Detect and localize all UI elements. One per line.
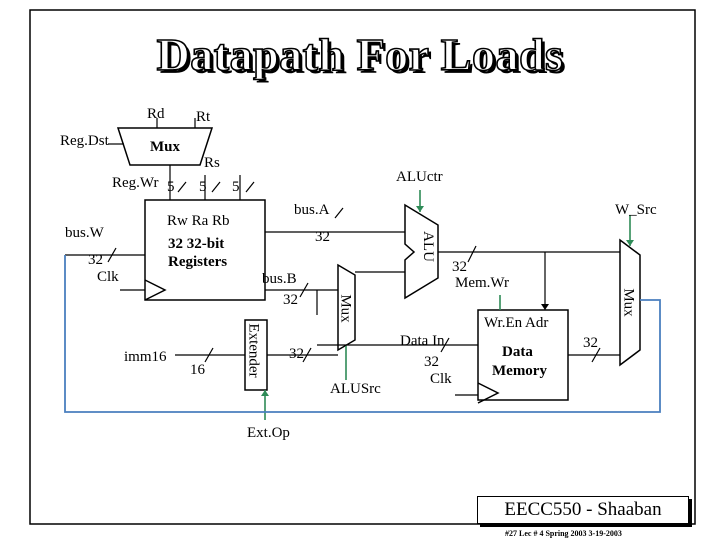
slide-border <box>29 9 696 525</box>
register-file <box>144 199 266 301</box>
aluctr-arrow <box>416 206 424 212</box>
width-tick <box>107 247 117 263</box>
imm16-width-label: 16 <box>190 362 205 378</box>
width-tick <box>467 245 477 263</box>
extop-arrow <box>261 390 269 396</box>
mem-ports-label: Wr.En Adr <box>484 315 549 331</box>
extender-label: Extender <box>245 323 262 378</box>
regdst-label: Reg.Dst <box>60 133 109 149</box>
width-tick <box>299 282 309 298</box>
alusrc-label: ALUSrc <box>330 381 381 397</box>
alu-label: ALU <box>419 231 436 262</box>
alu <box>404 203 439 300</box>
busa-label: bus.A <box>294 202 330 218</box>
busa-width-label: 32 <box>315 229 330 245</box>
lecture-info: #27 Lec # 4 Spring 2003 3-19-2003 <box>505 529 622 538</box>
memwr-label: Mem.Wr <box>455 275 509 291</box>
rt-label: Rt <box>196 109 211 125</box>
rb-width-label: 5 <box>232 179 240 195</box>
busw-label: bus.W <box>65 225 104 241</box>
busb-label: bus.B <box>262 271 297 287</box>
wsrc-label: W_Src <box>615 202 657 218</box>
regdst-mux <box>116 127 214 166</box>
datain-width-label: 32 <box>424 354 439 370</box>
data-memory <box>477 309 569 401</box>
wsrc-arrow <box>626 240 634 246</box>
width-tick <box>211 181 221 193</box>
datain-label: Data In <box>400 333 445 349</box>
regdst-mux-label: Mux <box>150 139 180 155</box>
alusrc-mux-label: Mux <box>337 294 354 323</box>
data-memory-label-line2: Memory <box>492 363 547 379</box>
width-tick <box>177 181 187 193</box>
alusrc-mux <box>337 263 356 352</box>
adr-arrow <box>541 304 549 310</box>
mem-clock-symbol <box>477 382 500 404</box>
ra-width-label: 5 <box>199 179 207 195</box>
data-memory-label-line1: Data <box>502 344 533 360</box>
aluctr-label: ALUctr <box>396 169 443 185</box>
course-badge: EECC550 - Shaaban <box>477 496 689 524</box>
extop-label: Ext.Op <box>247 425 290 441</box>
mem-clk-label: Clk <box>430 371 452 387</box>
reg-clock-symbol <box>144 279 167 301</box>
ext-width-label: 32 <box>289 346 304 362</box>
imm16-label: imm16 <box>124 349 167 365</box>
busw-width-label: 32 <box>88 252 103 268</box>
regwr-label: Reg.Wr <box>112 175 159 191</box>
width-tick <box>440 337 450 353</box>
reg-ports-label: Rw Ra Rb <box>167 213 230 229</box>
rs-label: Rs <box>204 155 220 171</box>
regs-label-line2: Registers <box>168 254 228 270</box>
rw-width-label: 5 <box>167 179 175 195</box>
regs-label-line1: 32 32-bit <box>168 236 225 252</box>
mem-width-label: 32 <box>583 335 598 351</box>
wsrc-mux <box>619 238 641 367</box>
width-tick <box>591 347 601 363</box>
width-tick <box>302 347 312 363</box>
alu-width-label: 32 <box>452 259 467 275</box>
width-tick <box>245 181 255 193</box>
busw-feedback-wire <box>64 255 661 413</box>
rd-label: Rd <box>147 106 165 122</box>
reg-clk-label: Clk <box>97 269 119 285</box>
width-tick <box>204 347 214 363</box>
wsrc-mux-label: Mux <box>620 288 637 317</box>
width-tick <box>334 207 344 219</box>
busb-width-label: 32 <box>283 292 298 308</box>
page-title: Datapath For Loads <box>156 28 564 81</box>
